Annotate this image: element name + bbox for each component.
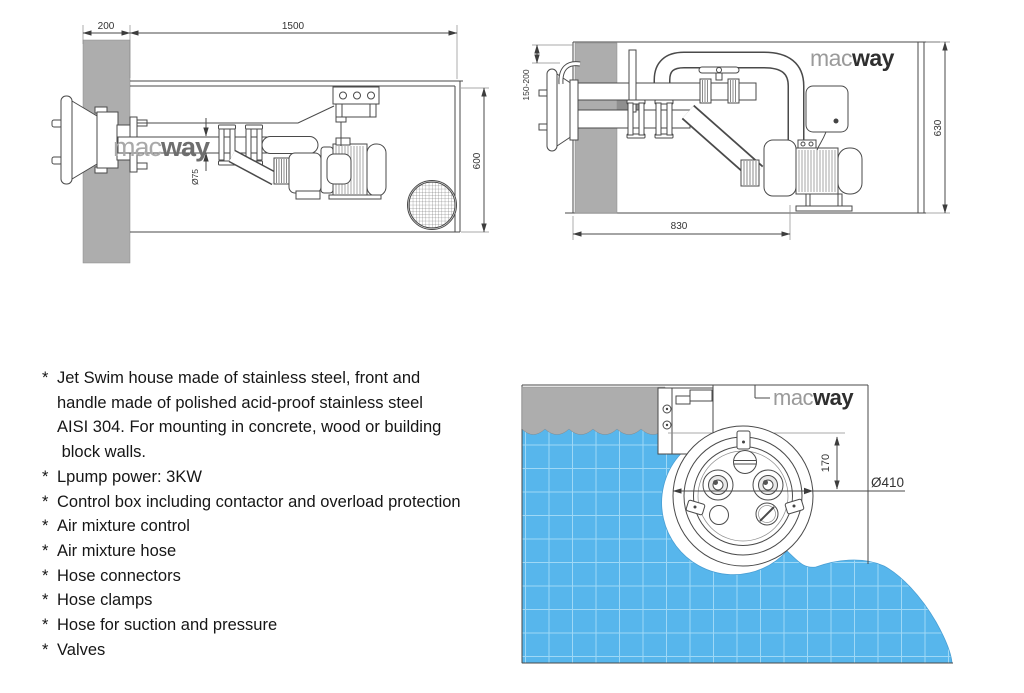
bullet-marker: * [42, 492, 49, 511]
macway-watermark: macway [113, 132, 210, 162]
bullet-marker: * [42, 616, 49, 635]
control-box-side [332, 86, 380, 146]
jet-nozzle-right [752, 469, 784, 501]
hose-connectors-top [626, 99, 674, 139]
dim-label-offset: 170 [820, 454, 832, 472]
feature-text: Hose clamps [57, 591, 153, 610]
offset-dim: 170 [820, 436, 840, 490]
bullet-marker [42, 440, 57, 465]
dim-label-length-top: 830 [671, 221, 688, 232]
feature-item: * Valves [42, 638, 522, 663]
air-control-knob [733, 450, 757, 474]
feature-text: handle made of polished acid-proof stain… [57, 393, 423, 412]
side-view-drawing: 200 1500 600 macway [51, 21, 489, 264]
jet-faceplate [672, 425, 814, 567]
suction-opening [709, 505, 729, 525]
bullet-marker: * [42, 467, 49, 486]
feature-text: Air mixture hose [57, 541, 177, 560]
pump-motor-top [763, 139, 863, 212]
feature-item: * Lpump power: 3KW [42, 465, 522, 490]
feature-text: Lpump power: 3KW [57, 467, 202, 486]
strainer-grille [407, 180, 457, 230]
feature-text: Hose connectors [57, 566, 181, 585]
jet-nozzle-left [702, 469, 734, 501]
threaded-union [273, 157, 291, 185]
pipe-diameter-dim: Ø75 [190, 118, 209, 185]
pool-view-drawing: Ø410 170 macway [521, 384, 953, 664]
bullet-marker: * [42, 591, 49, 610]
valve [698, 66, 740, 104]
top-view-drawing: 150-200 [521, 41, 950, 240]
bullet-marker: * [42, 566, 49, 585]
feature-text: Jet Swim house made of stainless steel, … [57, 369, 421, 387]
feature-text: block walls. [57, 443, 146, 462]
feature-text: Valves [57, 640, 106, 659]
feature-item: * Control box including contactor and ove… [42, 490, 522, 515]
dim-label-depth-range: 150-200 [521, 69, 531, 100]
feature-item: block walls. [42, 440, 522, 465]
feature-text: Control box including contactor and over… [57, 492, 461, 511]
macway-logo: macway [810, 45, 895, 71]
dim-label-wall-thickness: 200 [98, 21, 115, 32]
feature-item: * Hose connectors [42, 564, 522, 589]
dim-label-height: 600 [472, 152, 483, 169]
bullet-marker: * [42, 369, 49, 387]
nozzle-housing-top [538, 68, 579, 152]
screw-fitting [755, 502, 779, 526]
feature-item: * Jet Swim house made of stainless steel,… [42, 366, 522, 391]
feature-item: * Hose for suction and pressure [42, 613, 522, 638]
dim-label-length: 1500 [282, 21, 305, 32]
bullet-marker [42, 391, 57, 416]
threaded-union-top [740, 159, 760, 187]
dim-label-pipe-diameter: Ø75 [190, 169, 200, 185]
pump-motor-side [288, 137, 387, 200]
feature-text: Air mixture control [57, 517, 190, 536]
wall-section-pool [521, 386, 666, 435]
dim-label-height-top: 630 [933, 119, 944, 136]
feature-item: * Air mixture hose [42, 539, 522, 564]
bullet-marker [42, 415, 57, 440]
bullet-marker: * [42, 517, 49, 536]
pressure-pipe [557, 82, 757, 101]
feature-item: handle made of polished acid-proof stain… [42, 391, 522, 416]
feature-text: AISI 304. For mounting in concrete, wood… [57, 418, 442, 437]
diameter-dim: Ø410 [672, 475, 905, 495]
macway-logo-pool: macway [773, 385, 854, 410]
depth-dim: 150-200 [521, 44, 573, 101]
features-list: * Jet Swim house made of stainless steel,… [42, 366, 522, 662]
dim-label-diameter: Ø410 [871, 475, 904, 490]
bullet-marker: * [42, 640, 49, 659]
bullet-marker: * [42, 541, 49, 560]
feature-text: Hose for suction and pressure [57, 616, 278, 635]
feature-item: AISI 304. For mounting in concrete, wood… [42, 415, 522, 440]
air-hose-line [137, 105, 335, 124]
control-box-top [805, 85, 849, 151]
feature-item: * Hose clamps [42, 588, 522, 613]
feature-item: * Air mixture control [42, 514, 522, 539]
